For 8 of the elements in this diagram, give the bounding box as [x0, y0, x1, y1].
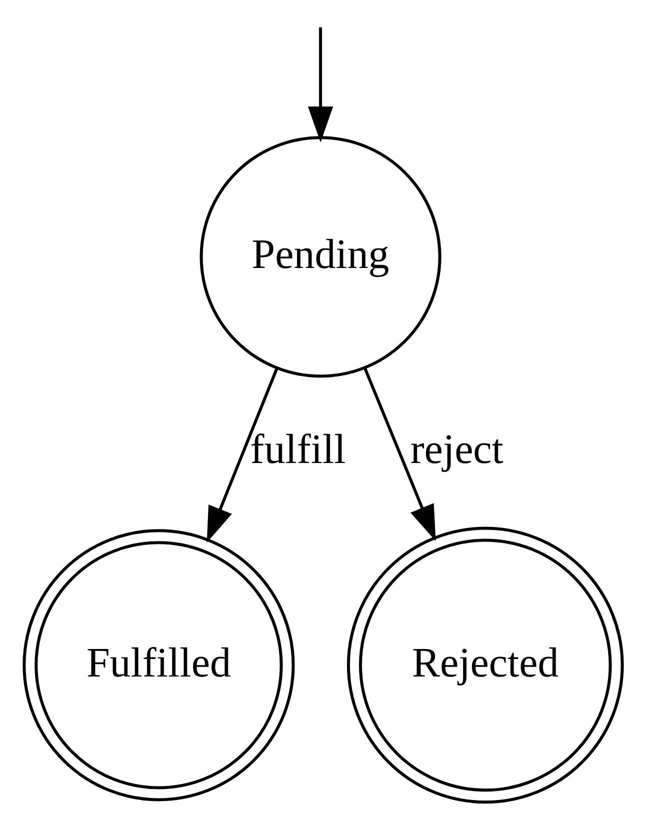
- edge-label: reject: [410, 427, 504, 474]
- node-circle: Fulfilled: [22, 529, 295, 802]
- node-circle: Pending: [200, 136, 442, 378]
- arrow: [363, 367, 436, 542]
- node-circle: Rejected: [346, 526, 624, 804]
- arrow: [206, 367, 279, 543]
- arrow: [308, 27, 334, 142]
- edge-label: fulfill: [250, 427, 346, 474]
